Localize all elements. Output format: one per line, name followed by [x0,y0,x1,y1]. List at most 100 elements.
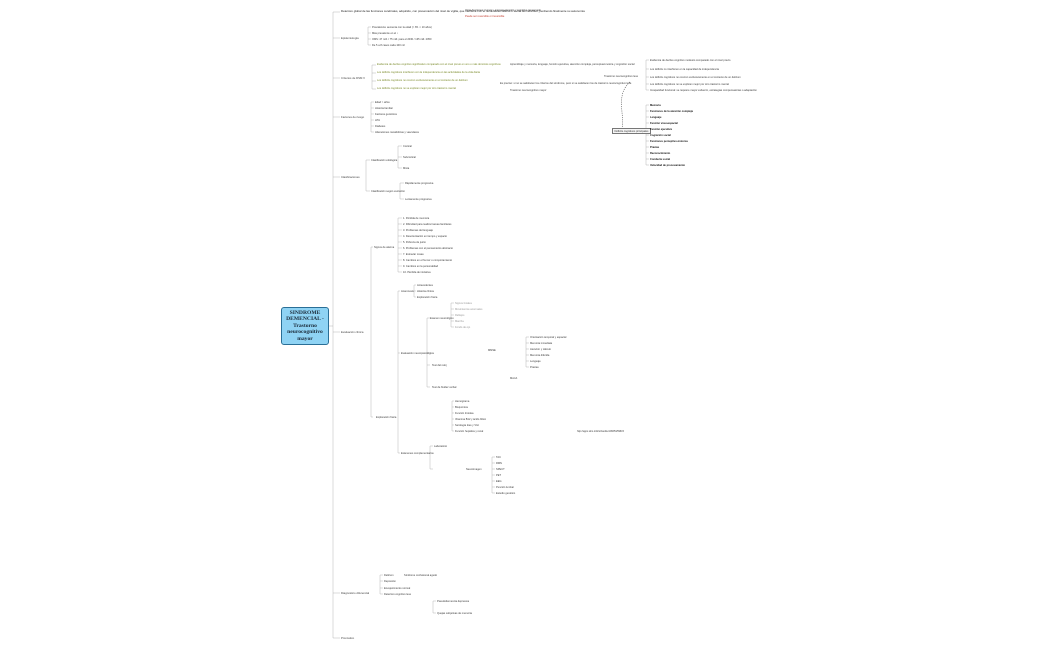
factor-item: Alteraciones metabólicas y vasculares [375,131,419,134]
criterio-item: Evidencia de declive cognitivo significa… [377,63,501,66]
anamnesis-item: Historia clínica [417,290,434,293]
branch-clasificaciones[interactable]: Clasificaciones [341,175,360,179]
neuro-item: Reflejos [455,314,465,317]
lab-item: Vitamina B12 y ácido fólico [455,418,487,421]
intro-side-1: Otras funciones: humor y agnosia atenció… [465,9,541,12]
criterio-item: Los déficits cognitivos interfieren con … [377,71,480,74]
dd-item: Envejecimiento normal [384,587,411,590]
criterio-side: Aprendizaje y memoria, lenguaje, función… [510,63,635,66]
factor-item: Factores genéticos [375,113,397,116]
otro-test: MoCA [510,377,518,380]
branch-diagnostico[interactable]: Diagnóstico diferencial [341,591,370,595]
branch-epidemiologia[interactable]: Epidemiología [341,36,359,40]
lab-label: Laboratorio [434,445,448,448]
signo-item: 3. Problemas del lenguaje [403,229,433,232]
deficit-item: Lenguaje [650,116,662,119]
factor-item: HTA [375,119,380,122]
mmse-item: Atención y cálculo [530,348,551,351]
deficit-item: Funciones perceptivo-motoras [650,140,688,143]
anamnesis-item: Exploración física [417,296,438,299]
neuro-item: Fondo de ojo [455,326,471,329]
otros-item: Punción lumbar [496,486,515,489]
criterio-item: Los déficits cognitivos no ocurren exclu… [377,79,468,82]
lab-item: Hemograma [455,400,470,403]
imagen-item: SPECT [496,468,505,471]
signo-item: 7. Extraviar cosas [403,253,424,256]
leve-item: Los déficits cognitivos no se explican m… [650,83,729,86]
dd-sub: Síndrome confusional agudo [404,574,438,577]
factor-item: Edad > años [375,101,390,104]
factor-item: Historia familiar [375,107,393,110]
root-node[interactable]: SINDROME DEMENCIAL - Trastorno neurocogn… [281,307,329,345]
branch-evaluacion[interactable]: Evaluación clínica [341,330,364,334]
dd-sub: Quejas subjetivas de memoria [437,612,472,615]
evaluacion-sub: Exploración física [376,416,397,419]
deficit-item: Funciones de la atención compleja [650,110,693,113]
dd-item: Delirium [384,574,394,577]
signo-item: 5. Pobreza de juicio [403,241,426,244]
lab-item: Función hepática y renal [455,430,484,433]
dd-item: Depresión [384,580,396,583]
signo-item: 10. Pérdida de iniciativa [403,271,431,274]
leve-item: Incapacidad funcional: se requiere mayor… [650,89,757,92]
deficit-item: Velocidad de procesamiento [650,164,686,167]
branch-criterios[interactable]: Criterios de DSM V [341,76,365,80]
deficit-item: Función ejecutiva [650,128,672,131]
otros-item: Estudio genético [496,492,516,495]
leve-item: Los déficits no interfieren en la capaci… [650,68,719,71]
deficit-item: Reconocimiento [650,152,671,155]
signos-label: Signos de alarma [374,246,395,249]
neuro-item: Marcha [455,320,464,323]
mmse-item: Praxias [530,366,539,369]
neuro-label: Examen neurológico [430,317,454,320]
criterio-leve-label[interactable]: Trastorno neurocognitivo leve [604,75,639,78]
leve-item: Los déficits cognitivos no ocurren exclu… [650,76,741,79]
mmse-item: Memoria inmediata [530,342,553,345]
anamnesis-label: Anamnesis [401,290,414,293]
dd-sub: Pseudodemencia depresiva [437,600,470,603]
imagen-item: TAC [496,456,501,459]
reference-link[interactable]: http://apps.who.int/iris/handle/10665/25… [577,430,624,433]
imagen-label: Neuroimagen [466,468,482,471]
signo-item: 6. Problemas con el pensamiento abstract… [403,247,453,250]
lab-item: Bioquímica [455,406,468,409]
deficit-item: Conducta social [650,158,671,161]
lab-item: Serología lúes y VIH [455,424,479,427]
clasif-a-item: Mixta [403,167,410,170]
signo-item: 8. Cambios en el humor o comportamiento [403,259,453,262]
intro-definition: Deterioro global de las funciones cerebr… [341,9,585,13]
clasif-a-item: Cortical [403,145,412,148]
mmse-item: Memoria diferida [530,354,550,357]
imagen-item: PET [496,474,502,477]
otro-test: Test del reloj [432,364,447,367]
otro-test: Test de fluidez verbal [432,386,457,389]
signo-item: 4. Desorientación en tiempo y espacio [403,235,447,238]
signo-item: 2. Dificultad para realizar tareas famil… [403,223,452,226]
epi-item: OMS: 47 mill. / 75 mill. para el 2030 / … [372,38,432,41]
lab-item: Función tiroidea [455,412,474,415]
epi-item: Prevalencia: aumenta con la edad (> 65 -… [372,26,432,29]
epi-item: Más prevalente en el ♀ [372,32,399,35]
mmse-item: Lenguaje [530,360,541,363]
dd-item: Deterioro cognitivo leve [384,593,412,596]
branch-pronostico[interactable]: Pronóstico [341,636,355,640]
deficit-item: Memoria [650,104,661,107]
clasif-a: Clasificación etiológica [371,159,398,162]
complementarios-label: Exámenes complementarios [401,452,434,455]
branch-factores[interactable]: Factores de riesgo [341,115,365,119]
deficit-item: Función visuoespacial [650,122,678,125]
otros-item: EEG [496,480,502,483]
factor-item: Diabetes [375,125,386,128]
neuro-item: Movimientos anormales [455,308,483,311]
neuro-item: Signos focales [455,302,472,305]
signo-item: 1. Pérdida de memoria [403,217,430,220]
clasif-a-item: Subcortical [403,156,416,159]
clasif-b-item: Lentamente progresiva [405,198,432,201]
criterio-item: Los déficits cognitivos no se explican m… [377,87,456,90]
neuropsico-label: Evaluación neuropsicológica [401,352,434,355]
clasif-b: Clasificación según evolución [371,190,406,193]
leve-item: Evidencia de declive cognitivo modesto c… [650,59,731,62]
deficit-item: Praxias [650,146,660,149]
deficits-box[interactable]: Déficits cognitivos principales [612,128,651,134]
